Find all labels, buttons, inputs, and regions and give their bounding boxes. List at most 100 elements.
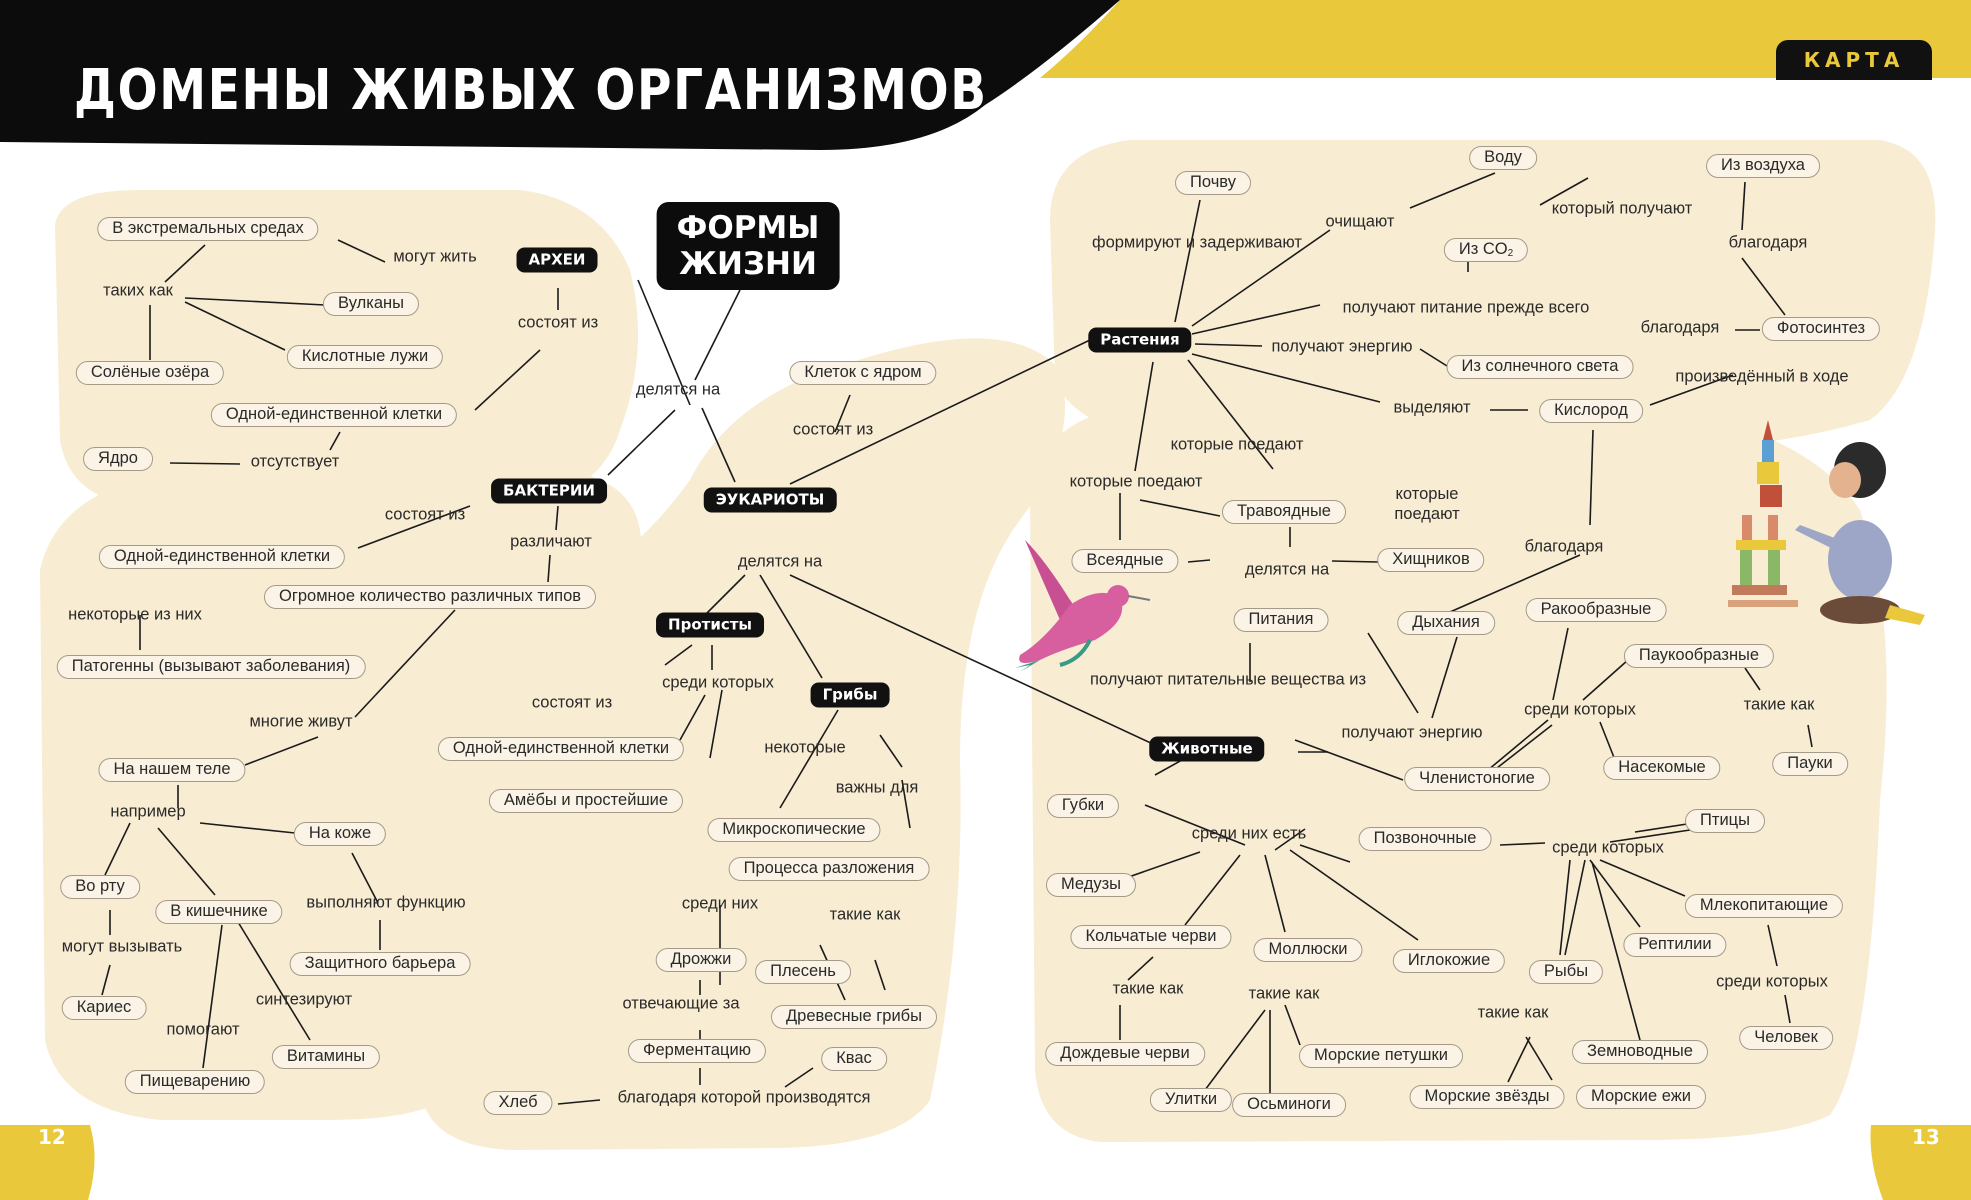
node-caries: Кариес — [61, 996, 147, 1020]
right-page-tab — [1870, 1125, 1971, 1200]
node-spiders: Пауки — [1772, 752, 1848, 776]
connector — [1582, 659, 1629, 701]
label-some-of-them: некоторые из них — [68, 605, 202, 624]
node-acid-pools: Кислотные лужи — [286, 345, 444, 369]
fungi-node: Грибы — [810, 682, 890, 708]
label-for-example: например — [110, 802, 186, 821]
label-mollusks-such: такие как — [1248, 984, 1320, 1003]
header-black-band — [0, 0, 1120, 150]
label-such-as: таких как — [103, 281, 173, 300]
connector — [779, 709, 839, 809]
label-bacteria-consist: состоят из — [384, 505, 466, 524]
eukaryotes-node: ЭУКАРИОТЫ — [703, 487, 837, 513]
node-yeast: Дрожжи — [655, 948, 747, 972]
connector — [874, 959, 886, 991]
label-synthesize: синтезируют — [255, 990, 353, 1009]
connector — [199, 822, 296, 834]
label-protists-among: среди которых — [662, 673, 774, 692]
bacteria-blob — [40, 470, 641, 1120]
label-eukaryotes-divided: делятся на — [737, 552, 823, 571]
connector — [1274, 828, 1306, 851]
label-important-for: важны для — [835, 778, 919, 797]
page-title: ДОМЕНЫ ЖИВЫХ ОРГАНИЗМОВ — [74, 58, 988, 123]
connector — [664, 644, 693, 666]
connector — [169, 462, 241, 465]
node-kvass: Квас — [821, 1047, 887, 1071]
connector — [607, 409, 676, 476]
label-nutrients-from: получают питательные вещества из — [1089, 670, 1367, 689]
node-pathogens: Патогенны (вызывают заболевания) — [56, 655, 366, 679]
node-predators: Хищников — [1377, 548, 1485, 572]
who-eat-word: которые — [1395, 485, 1459, 503]
label-many-live: многие живут — [249, 712, 353, 731]
connector — [1609, 829, 1691, 843]
header-yellow-band — [0, 0, 1971, 78]
node-soil: Почву — [1175, 171, 1251, 195]
label-can-live: могут жить — [393, 247, 477, 266]
label-mammals-among: среди которых — [1716, 972, 1828, 991]
connector — [694, 289, 741, 381]
connector — [784, 1067, 814, 1088]
connector — [1784, 994, 1791, 1024]
connector — [1119, 851, 1201, 881]
node-arachnids: Паукообразные — [1623, 644, 1775, 668]
node-jellyfish: Медузы — [1045, 873, 1137, 897]
node-photosynthesis: Фотосинтез — [1761, 317, 1881, 341]
node-from-air: Из воздуха — [1706, 154, 1820, 178]
node-tree-fungi: Древесные грибы — [771, 1005, 937, 1029]
connector — [1191, 353, 1381, 403]
connector — [1331, 560, 1379, 563]
label-fungi-some: некоторые — [764, 738, 846, 757]
node-amphibians: Земноводные — [1572, 1040, 1708, 1064]
connector — [1589, 859, 1641, 928]
connector — [1144, 804, 1246, 846]
co2-subscript: 2 — [1507, 248, 1514, 259]
co2-text: Из CO — [1458, 240, 1508, 258]
label-plants-thanks: благодаря — [1728, 233, 1808, 252]
node-nutrition: Питания — [1233, 608, 1329, 632]
node-vitamins: Витамины — [271, 1045, 381, 1069]
map-tab[interactable]: КАРТА — [1776, 40, 1932, 80]
connector — [101, 964, 111, 996]
connector — [1741, 257, 1786, 316]
node-insects: Насекомые — [1603, 756, 1721, 780]
node-bread: Хлеб — [483, 1091, 553, 1115]
label-release: выделяют — [1393, 398, 1471, 417]
label-fungi-thanks: благодаря которой производятся — [617, 1088, 871, 1107]
plants-blob — [1050, 140, 1936, 451]
connector — [1184, 854, 1241, 926]
node-archaea-single-cell: Одной-единственной клетки — [210, 403, 458, 427]
label-plants-thanks2: благодаря — [1640, 318, 1720, 337]
connector — [1139, 499, 1221, 517]
divided-label: делятся на — [635, 380, 721, 399]
node-snails: Улитки — [1149, 1088, 1233, 1112]
connector — [1289, 849, 1419, 941]
node-nucleus-cells: Клеток с ядром — [789, 361, 937, 385]
connector — [1591, 861, 1641, 1041]
node-vertebrates: Позвоночные — [1358, 827, 1492, 851]
label-can-cause: могут вызывать — [61, 937, 183, 956]
label-help: помогают — [166, 1020, 240, 1039]
center-line-2: ЖИЗНИ — [679, 246, 817, 282]
node-from-co2: Из CO2 — [1443, 238, 1529, 262]
connector — [1744, 667, 1761, 691]
left-page-tab — [0, 1125, 95, 1200]
connector — [1589, 429, 1594, 526]
connector — [184, 301, 286, 351]
connector — [1194, 343, 1263, 347]
connector — [337, 239, 386, 263]
label-distinguish: различают — [510, 532, 592, 551]
connector — [1599, 859, 1686, 897]
connector — [1294, 739, 1404, 781]
node-mold: Плесень — [755, 960, 851, 984]
connector — [104, 822, 131, 876]
connector — [329, 431, 341, 451]
label-eukaryotes-consist: состоят из — [792, 420, 874, 439]
connector — [1419, 348, 1448, 367]
node-fish: Рыбы — [1528, 960, 1604, 984]
node-mammals: Млекопитающие — [1684, 894, 1844, 918]
connector — [1409, 172, 1496, 209]
page-number-left: 12 — [38, 1125, 66, 1149]
connector — [1431, 636, 1458, 719]
